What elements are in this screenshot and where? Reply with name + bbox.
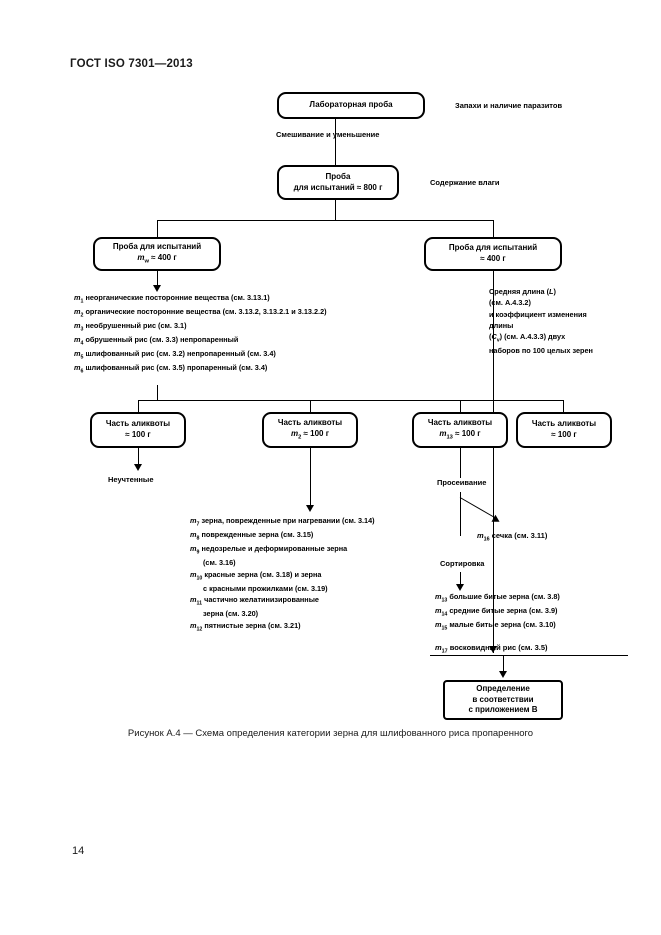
text-row-m11-cont: зерна (см. 3.20) xyxy=(203,609,259,619)
connector-diagonal-to-broken xyxy=(459,497,496,519)
connector-right400-spine xyxy=(493,271,494,653)
text-block-left-fractions: m1 неорганические посторонние вещества (… xyxy=(74,292,327,376)
node-aliquot-2-line1: Часть аликвоты xyxy=(277,417,343,427)
connector-bus-right-drop xyxy=(493,220,494,237)
text-row-m3: m3 необрушенный рис (см. 3.1) xyxy=(74,320,187,333)
text-row-average-length: Средняя длина (L) xyxy=(489,287,556,296)
connector-bus-left-drop xyxy=(157,220,158,237)
text-row-m12: m12 пятнистые зерна (см. 3.21) xyxy=(190,621,301,633)
node-aliquot-2: Часть аликвоты m2 ≈ 100 г xyxy=(262,412,358,448)
node-aliquot-4-line1: Часть аликвоты xyxy=(531,419,597,429)
node-aliquot-4-line2: ≈ 100 г xyxy=(551,430,577,439)
text-row-average-length-ref: (см. А.4.3.2) xyxy=(489,298,531,308)
node-aliquot-1: Часть аликвоты ≈ 100 г xyxy=(90,412,186,448)
node-test-sample-800g-line2: для испытаний ≈ 800 г xyxy=(293,182,383,192)
label-sorting: Сортировка xyxy=(440,559,485,568)
node-laboratory-sample: Лабораторная проба xyxy=(277,92,425,119)
arrow-aliquot2-to-defects xyxy=(306,505,314,512)
node-aliquot-3-line2: m13 ≈ 100 г xyxy=(439,428,481,441)
connector-split-bus xyxy=(157,220,494,221)
text-row-m11: m11 частично желатинизированные xyxy=(190,595,319,607)
connector-aliquot3-drop xyxy=(460,400,461,412)
node-aliquot-2-line2: m2 ≈ 100 г xyxy=(290,428,330,441)
text-row-m10-cont: с красными прожилками (см. 3.19) xyxy=(203,583,328,593)
text-row-m5: m5 шлифованный рис (см. 3.2) непропаренн… xyxy=(74,348,276,361)
text-row-m7: m7 зерна, поврежденные при нагревании (с… xyxy=(190,516,375,528)
text-row-m9: m9 недозрелые и деформированные зерна xyxy=(190,543,348,556)
node-final-determination-line2: в соответствии xyxy=(472,694,534,704)
node-test-sample-800g-line1: Проба xyxy=(325,171,351,181)
label-waxy-rice: m17 восковидный рис (см. 3.5) xyxy=(435,643,548,655)
connector-800-down xyxy=(335,200,336,220)
node-aliquot-1-line1: Часть аликвоты xyxy=(105,419,171,429)
text-row-m10: m10 красные зерна (см. 3.18) и зерна xyxy=(190,569,322,582)
connector-aliquot4-drop xyxy=(563,400,564,412)
node-final-determination-line1: Определение xyxy=(476,683,530,693)
connector-waxy-join-bar xyxy=(430,655,628,656)
page-number: 14 xyxy=(72,845,85,857)
node-test-sample-800g: Проба для испытаний ≈ 800 г xyxy=(277,165,399,200)
node-test-sample-left-400g-line2: mw ≈ 400 г xyxy=(137,252,177,265)
connector-aliquot2-drop xyxy=(310,400,311,412)
node-final-determination-line3: с приложением B xyxy=(468,705,538,715)
node-aliquot-4: Часть аликвоты ≈ 100 г xyxy=(516,412,612,448)
text-row-m14: m14 средние битые зерна (см. 3.9) xyxy=(435,605,558,618)
label-mixing-reduction: Смешивание и уменьшение xyxy=(276,130,380,139)
node-aliquot-1-line2: ≈ 100 г xyxy=(125,430,151,439)
connector-waxy-bar-down xyxy=(503,655,504,673)
connector-sorting-down xyxy=(460,572,461,586)
node-final-determination: Определение в соответствии с приложением… xyxy=(443,680,563,720)
label-odour-parasites: Запахи и наличие паразитов xyxy=(455,101,563,110)
connector-aliquot3-down xyxy=(460,448,461,478)
text-row-length: длины xyxy=(489,320,514,330)
arrow-left400-to-fractions xyxy=(153,285,161,292)
text-row-cv-ref: (Cv) (см. А.4.3.3) двух xyxy=(489,332,566,344)
figure-caption: Рисунок А.4 — Схема определения категори… xyxy=(127,728,534,739)
text-row-sets: наборов по 100 целых зерен xyxy=(489,345,593,355)
text-row-m15: m15 малые битые зерна (см. 3.10) xyxy=(435,619,556,632)
arrow-sorting-to-broken-grades xyxy=(456,584,464,591)
label-unaccounted: Неучтенные xyxy=(108,475,154,484)
text-row-m9-cont: (см. 3.16) xyxy=(203,557,236,567)
document-header: ГОСТ ISO 7301—2013 xyxy=(70,58,193,70)
node-laboratory-sample-line1: Лабораторная проба xyxy=(309,100,393,110)
text-block-average-length: Средняя длина (L) (см. А.4.3.2) и коэффи… xyxy=(489,286,593,356)
connector-aliquot-bus xyxy=(138,400,563,401)
text-row-m8: m8 поврежденные зерна (см. 3.15) xyxy=(190,529,314,542)
text-block-broken-grades: m13 большие битые зерна (см. 3.8) m14 ср… xyxy=(435,591,560,633)
label-moisture-content: Содержание влаги xyxy=(430,178,500,187)
arrow-to-final-determination xyxy=(499,671,507,678)
connector-left400-down xyxy=(157,271,158,287)
connector-aliquot2-down xyxy=(310,448,311,506)
node-test-sample-left-400g: Проба для испытаний mw ≈ 400 г xyxy=(93,237,221,271)
node-aliquot-3: Часть аликвоты m13 ≈ 100 г xyxy=(412,412,508,448)
label-broken-rice: m16 сечка (см. 3.11) xyxy=(477,531,548,543)
node-test-sample-right-400g-line1: Проба для испытаний xyxy=(448,243,538,253)
text-row-m2: m2 органические посторонние вещества (см… xyxy=(74,306,327,319)
node-test-sample-right-400g: Проба для испытаний ≈ 400 г xyxy=(424,237,562,271)
text-row-variation-coefficient: и коэффициент изменения xyxy=(489,309,587,319)
arrow-spine-to-waxy-bar xyxy=(489,646,497,653)
connector-left-fractions-to-aliquots xyxy=(157,385,158,400)
text-row-m1: m1 неорганические посторонние вещества (… xyxy=(74,293,270,305)
node-test-sample-left-400g-line1: Проба для испытаний xyxy=(112,241,202,251)
text-row-m13: m13 большие битые зерна (см. 3.8) xyxy=(435,592,560,604)
arrow-aliquot1-unaccounted xyxy=(134,464,142,471)
node-test-sample-right-400g-line2: ≈ 400 г xyxy=(480,254,506,263)
connector-aliquot1-down xyxy=(138,448,139,466)
text-row-m4: m4 обрушенный рис (см. 3.3) непропаренны… xyxy=(74,334,239,347)
text-block-middle-defects: m7 зерна, поврежденные при нагревании (с… xyxy=(190,515,375,634)
connector-lab-to-800 xyxy=(335,119,336,165)
node-aliquot-3-line1: Часть аликвоты xyxy=(427,417,493,427)
connector-sieving-down xyxy=(460,492,461,536)
connector-aliquot1-drop xyxy=(138,400,139,412)
text-row-m6: m6 шлифованный рис (см. 3.5) пропаренный… xyxy=(74,362,268,375)
label-sieving: Просеивание xyxy=(437,478,487,487)
